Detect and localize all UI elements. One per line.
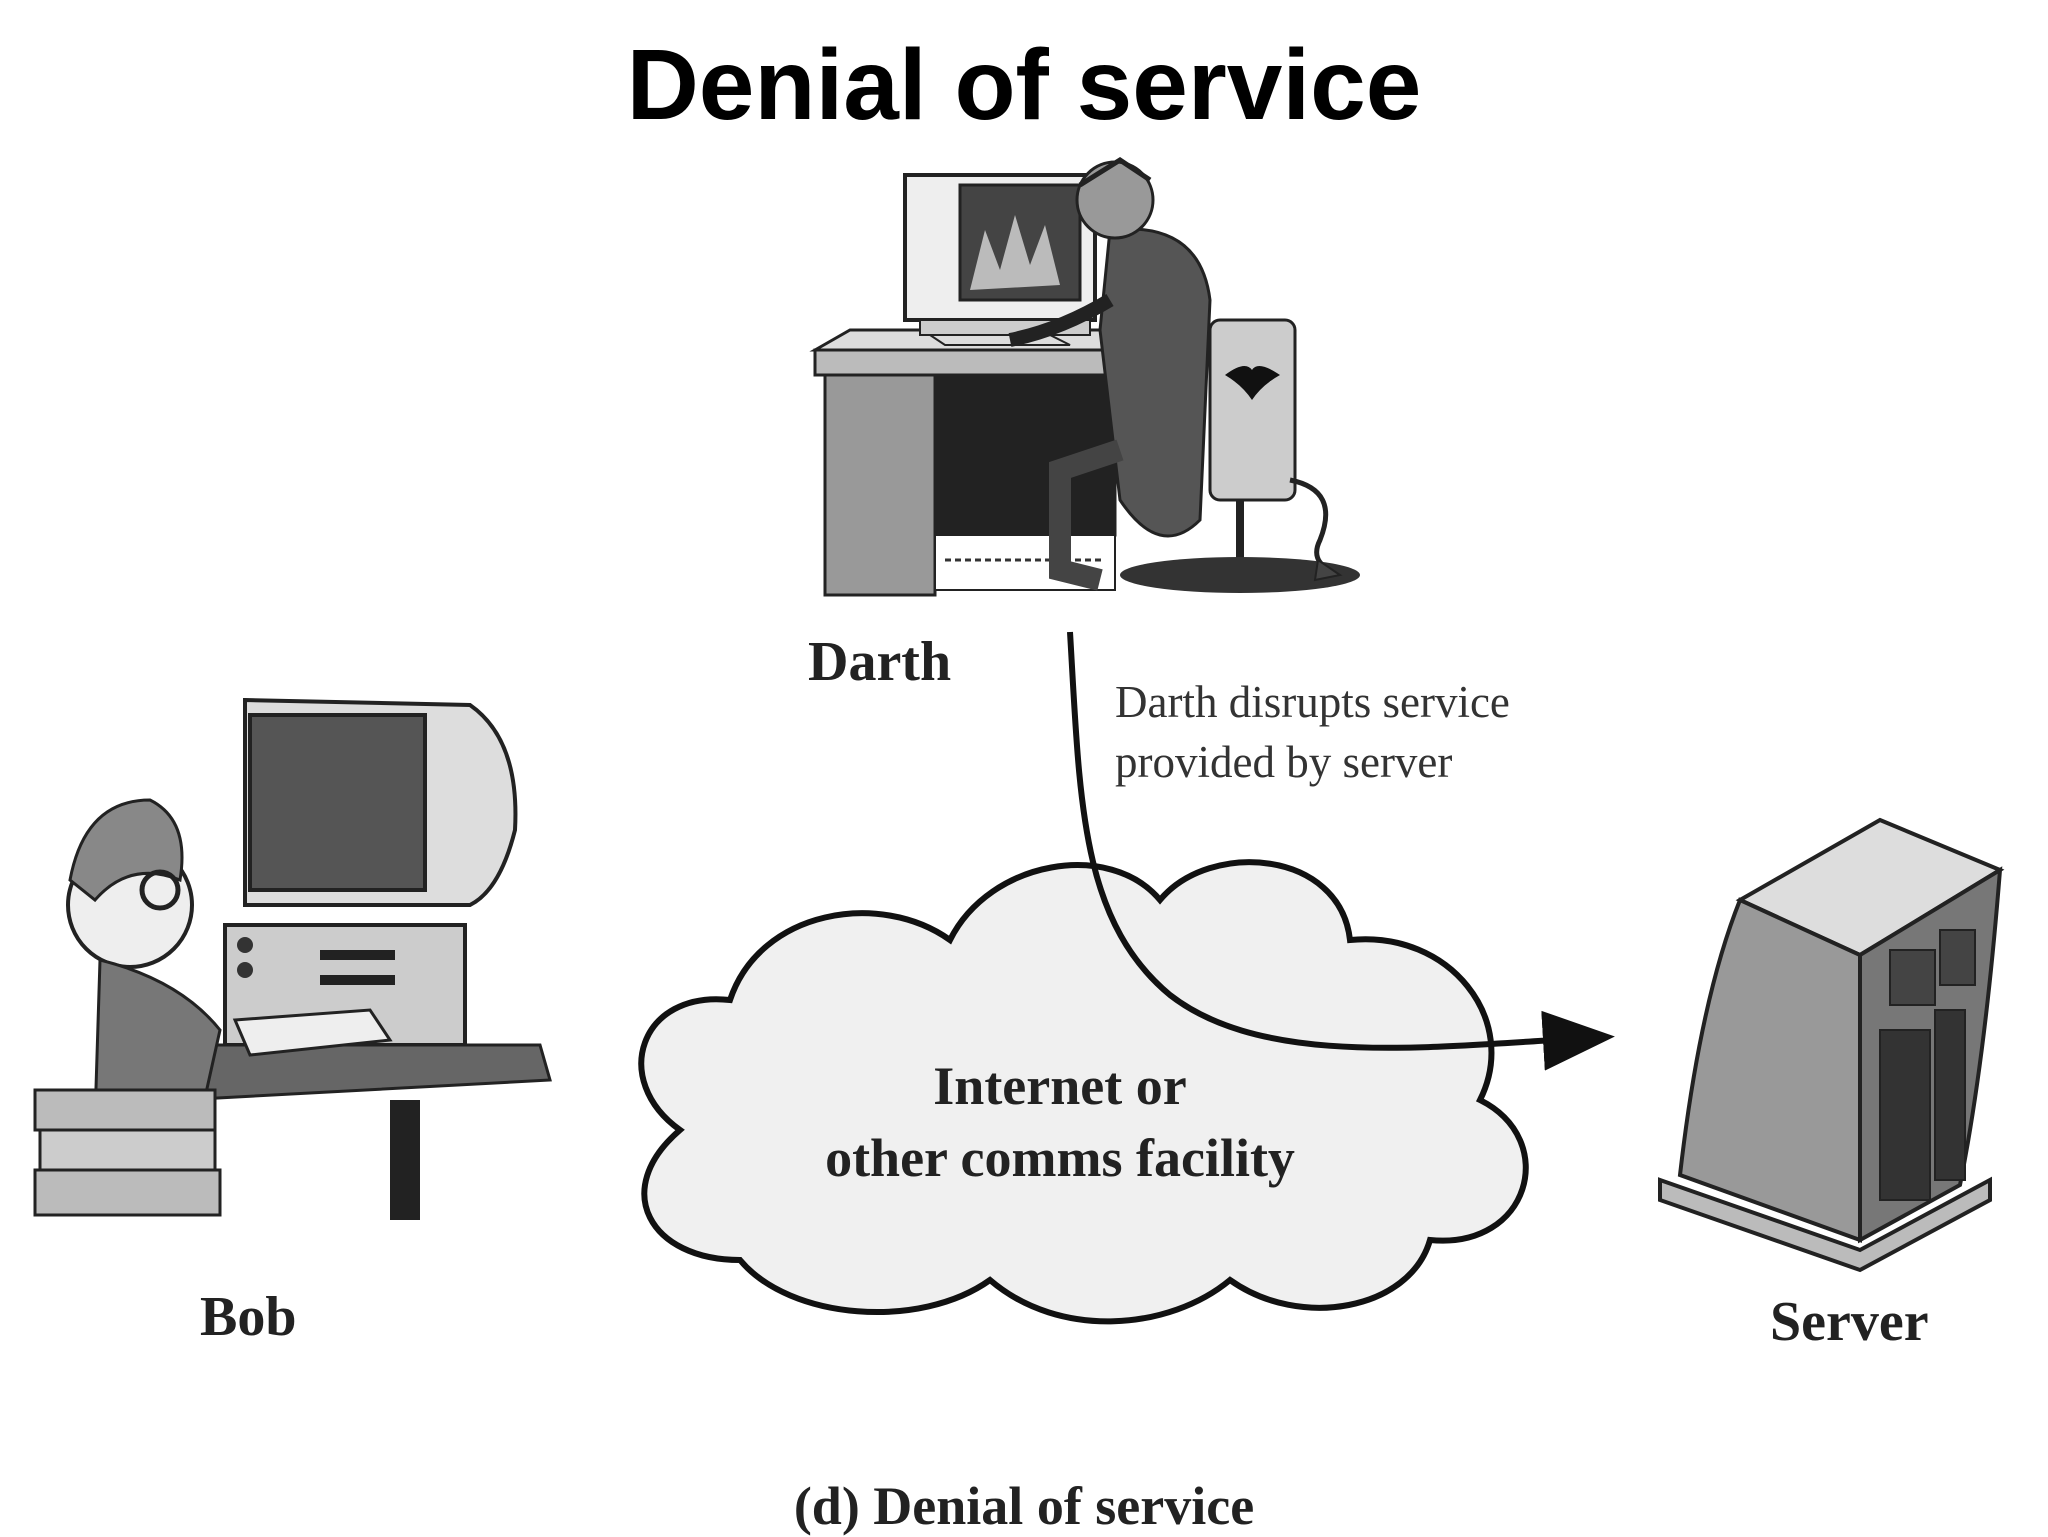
attack-arrow [1067, 631, 1615, 1071]
cloud-label: Internet or other comms facility [760, 1050, 1360, 1194]
user-label: Bob [200, 1286, 297, 1348]
user-at-computer-icon [33, 697, 552, 1220]
attacker-at-computer-icon [809, 157, 1360, 597]
attacker-label: Darth [808, 631, 952, 693]
cloud-label-line-1: Internet or [933, 1056, 1187, 1116]
cloud-label-line-2: other comms facility [825, 1128, 1295, 1188]
annotation-line-2: provided by server [1115, 737, 1453, 787]
server-tower-icon [1658, 817, 2005, 1273]
figure-caption: (d) Denial of service [793, 1476, 1255, 1536]
page-title: Denial of service [626, 29, 1422, 141]
cloud-icon [638, 859, 1529, 1325]
server-label: Server [1770, 1291, 1929, 1353]
annotation: Darth disrupts service provided by serve… [1115, 672, 1510, 792]
annotation-line-1: Darth disrupts service [1115, 677, 1510, 727]
